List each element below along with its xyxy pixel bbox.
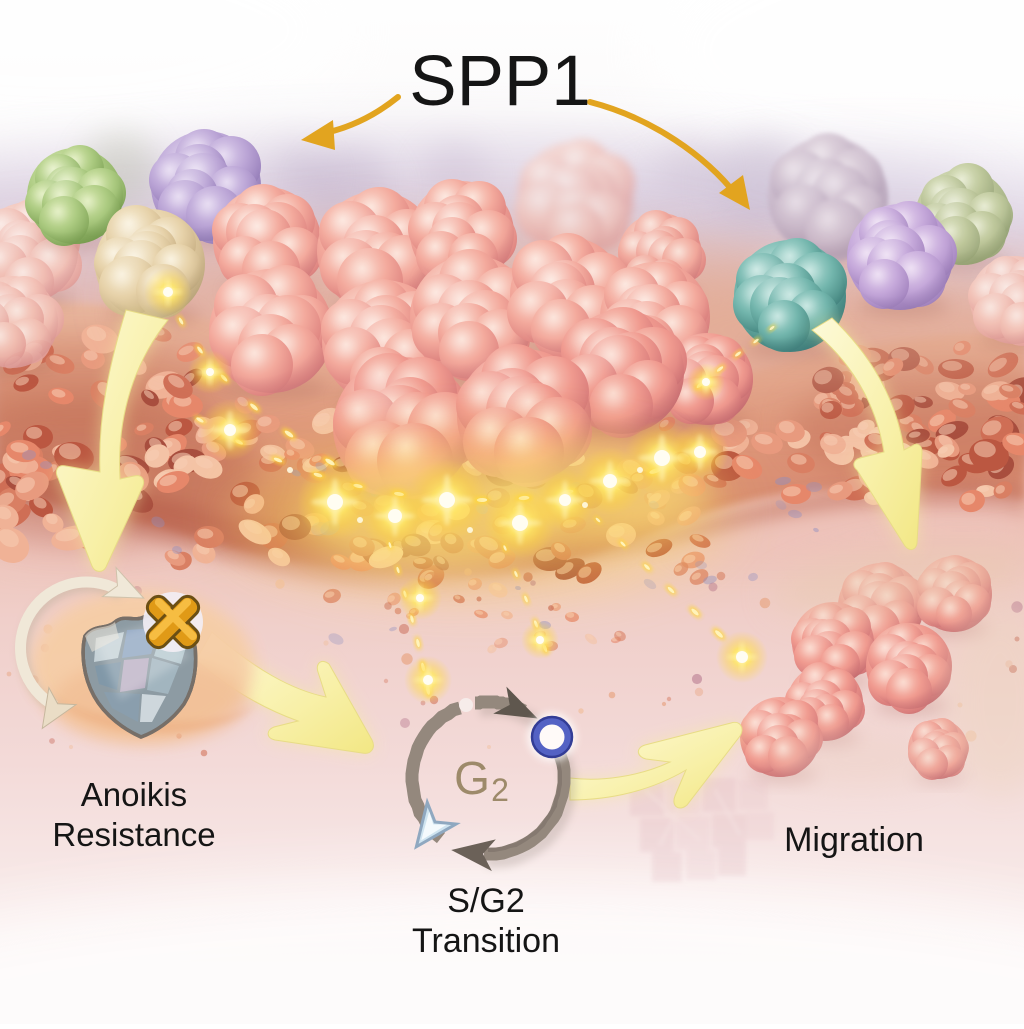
svg-text:Transition: Transition	[412, 922, 560, 960]
svg-text:S/G2: S/G2	[447, 882, 524, 920]
svg-text:2: 2	[491, 772, 509, 808]
svg-text:SPP1: SPP1	[409, 42, 591, 121]
svg-text:G: G	[454, 752, 490, 804]
svg-text:Migration: Migration	[784, 821, 924, 859]
svg-text:Resistance: Resistance	[52, 816, 215, 853]
svg-text:Anoikis: Anoikis	[81, 776, 187, 813]
